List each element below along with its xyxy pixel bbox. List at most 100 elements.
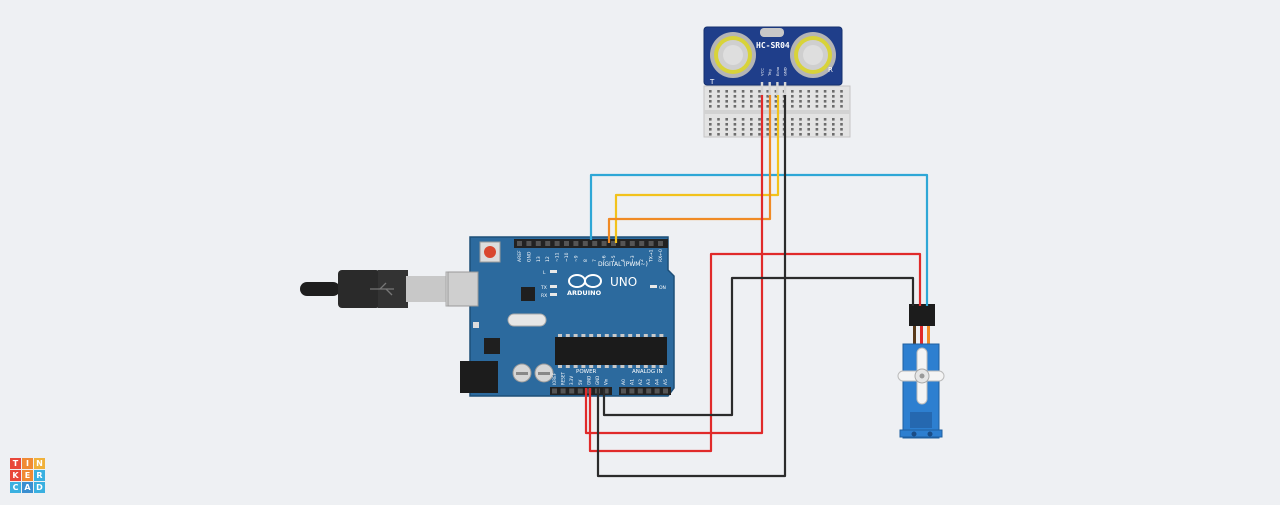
breadboard-hole[interactable] — [709, 123, 712, 126]
digital-header[interactable] — [514, 239, 668, 248]
breadboard-hole[interactable] — [733, 100, 737, 103]
breadboard-hole[interactable] — [709, 128, 712, 131]
breadboard-hole[interactable] — [840, 128, 843, 131]
breadboard-hole[interactable] — [709, 95, 712, 98]
breadboard-hole[interactable] — [733, 95, 737, 98]
breadboard-hole[interactable] — [840, 123, 843, 126]
power-pin-hole[interactable] — [560, 388, 566, 394]
breadboard-hole[interactable] — [774, 133, 778, 136]
breadboard-hole[interactable] — [741, 118, 745, 121]
breadboard-hole[interactable] — [832, 123, 835, 126]
analog-pin-hole[interactable] — [663, 388, 668, 394]
power-jack[interactable] — [460, 361, 498, 393]
breadboard-hole[interactable] — [815, 128, 819, 131]
breadboard-hole[interactable] — [791, 118, 794, 121]
breadboard-hole[interactable] — [832, 128, 835, 131]
breadboard-hole[interactable] — [791, 105, 794, 108]
digital-pin-hole[interactable] — [582, 241, 588, 246]
digital-pin-hole[interactable] — [639, 241, 645, 246]
breadboard-hole[interactable] — [823, 95, 827, 98]
breadboard-hole[interactable] — [832, 133, 835, 136]
breadboard-hole[interactable] — [725, 95, 728, 98]
analog-header[interactable] — [619, 387, 671, 395]
digital-pin-hole[interactable] — [535, 241, 541, 246]
breadboard-hole[interactable] — [807, 100, 810, 103]
digital-pin-hole[interactable] — [517, 241, 522, 246]
breadboard-hole[interactable] — [799, 105, 802, 108]
breadboard-hole[interactable] — [774, 128, 778, 131]
breadboard-hole[interactable] — [709, 90, 712, 93]
breadboard-hole[interactable] — [750, 123, 753, 126]
digital-pin-hole[interactable] — [629, 241, 635, 246]
breadboard-hole[interactable] — [733, 123, 737, 126]
digital-pin-hole[interactable] — [545, 241, 551, 246]
breadboard-hole[interactable] — [717, 133, 720, 136]
wire-black-servo-gnd[interactable] — [602, 276, 915, 417]
breadboard-hole[interactable] — [750, 128, 753, 131]
power-pin-hole[interactable] — [569, 388, 575, 394]
breadboard-hole[interactable] — [807, 95, 810, 98]
breadboard-hole[interactable] — [758, 90, 761, 93]
breadboard-hole[interactable] — [823, 100, 827, 103]
breadboard-hole[interactable] — [840, 133, 843, 136]
breadboard-hole[interactable] — [758, 128, 761, 131]
analog-pin-hole[interactable] — [621, 388, 626, 394]
breadboard-hole[interactable] — [725, 100, 728, 103]
breadboard-hole[interactable] — [832, 118, 835, 121]
analog-pin-hole[interactable] — [654, 388, 660, 394]
digital-pin-hole[interactable] — [620, 241, 626, 246]
breadboard-hole[interactable] — [717, 105, 720, 108]
digital-pin-hole[interactable] — [526, 241, 532, 246]
breadboard-hole[interactable] — [725, 123, 728, 126]
breadboard-hole[interactable] — [815, 123, 819, 126]
breadboard-hole[interactable] — [774, 95, 778, 98]
tinkercad-logo[interactable]: T I N K E R C A D — [10, 458, 46, 494]
breadboard-hole[interactable] — [791, 128, 794, 131]
wires[interactable] — [584, 95, 929, 478]
breadboard-hole[interactable] — [791, 90, 794, 93]
breadboard-hole[interactable] — [725, 133, 728, 136]
breadboard-hole[interactable] — [741, 100, 745, 103]
breadboard-hole[interactable] — [823, 123, 827, 126]
breadboard-hole[interactable] — [815, 95, 819, 98]
breadboard-hole[interactable] — [725, 118, 728, 121]
breadboard-hole[interactable] — [815, 90, 819, 93]
breadboard-hole[interactable] — [791, 100, 794, 103]
breadboard-hole[interactable] — [799, 118, 802, 121]
breadboard-hole[interactable] — [766, 133, 769, 136]
breadboard-hole[interactable] — [741, 105, 745, 108]
breadboard-hole[interactable] — [758, 118, 761, 121]
breadboard-hole[interactable] — [717, 95, 720, 98]
breadboard-hole[interactable] — [791, 133, 794, 136]
sensor-pin[interactable] — [768, 82, 771, 96]
breadboard-hole[interactable] — [733, 90, 737, 93]
breadboard-hole[interactable] — [840, 100, 843, 103]
breadboard-hole[interactable] — [823, 105, 827, 108]
breadboard-hole[interactable] — [733, 105, 737, 108]
digital-pin-hole[interactable] — [601, 241, 607, 246]
breadboard-hole[interactable] — [840, 118, 843, 121]
breadboard-hole[interactable] — [774, 100, 778, 103]
breadboard-hole[interactable] — [709, 118, 712, 121]
power-pin-hole[interactable] — [603, 388, 609, 394]
breadboard-hole[interactable] — [750, 100, 753, 103]
breadboard-hole[interactable] — [717, 128, 720, 131]
breadboard-hole[interactable] — [717, 118, 720, 121]
breadboard-hole[interactable] — [766, 90, 769, 93]
breadboard-hole[interactable] — [799, 128, 802, 131]
breadboard-hole[interactable] — [815, 100, 819, 103]
breadboard-hole[interactable] — [741, 133, 745, 136]
breadboard-hole[interactable] — [815, 133, 819, 136]
breadboard-hole[interactable] — [750, 95, 753, 98]
breadboard-hole[interactable] — [766, 128, 769, 131]
breadboard-hole[interactable] — [807, 105, 810, 108]
breadboard-hole[interactable] — [774, 105, 778, 108]
breadboard-hole[interactable] — [750, 118, 753, 121]
breadboard-hole[interactable] — [741, 128, 745, 131]
breadboard-hole[interactable] — [709, 133, 712, 136]
sensor-pin[interactable] — [760, 82, 764, 96]
servo-horn[interactable] — [897, 347, 945, 405]
analog-pin-hole[interactable] — [637, 388, 643, 394]
digital-pin-hole[interactable] — [648, 241, 654, 246]
